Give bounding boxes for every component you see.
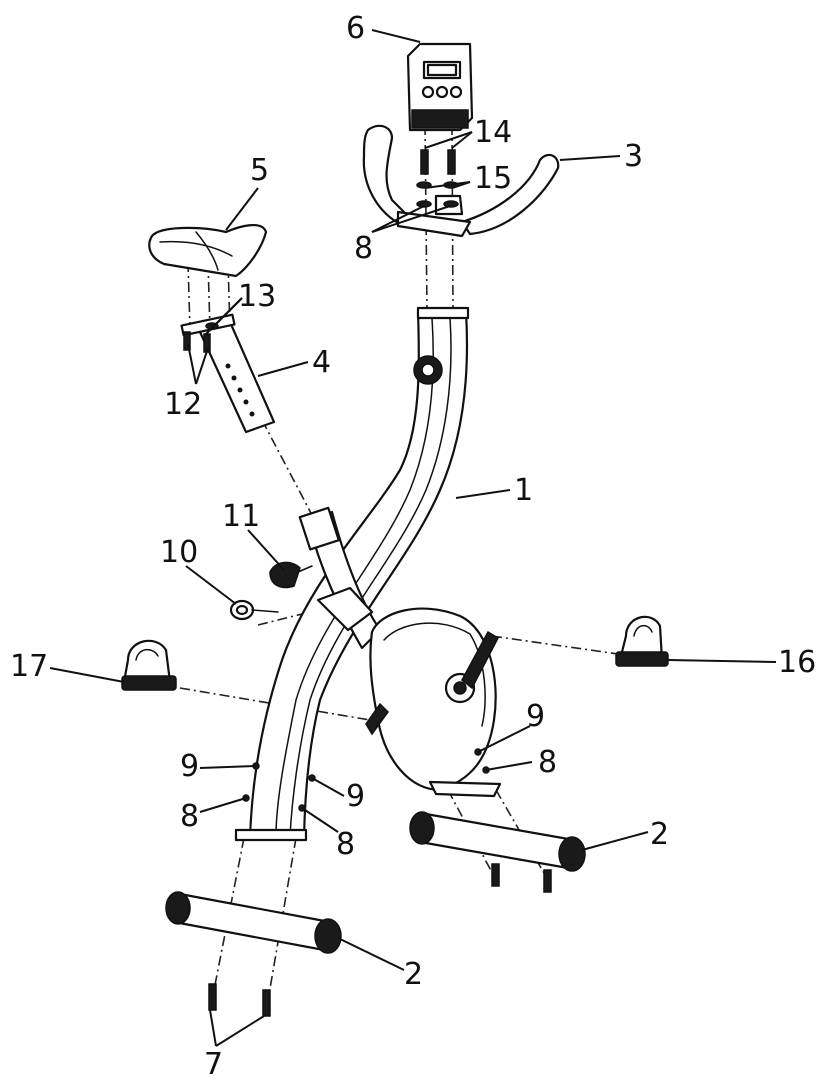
label-part-4: 4 — [312, 345, 331, 380]
label-part-7: 7 — [204, 1047, 223, 1079]
seat — [148, 224, 268, 278]
stabilizer-bolts — [208, 863, 552, 1017]
pedal-left — [121, 639, 177, 691]
seat-post-holes — [225, 363, 255, 417]
label-part-2-front: 2 — [650, 817, 669, 852]
leader-lines — [49, 29, 777, 1047]
label-part-6: 6 — [346, 11, 365, 46]
label-part-8-right: 8 — [336, 827, 355, 862]
label-part-17: 17 — [10, 649, 48, 684]
stabilizer-front — [409, 811, 586, 872]
label-part-9-cover: 9 — [526, 699, 545, 734]
drive-cover — [365, 607, 502, 798]
label-part-16: 16 — [778, 645, 816, 680]
part-number-labels: 6 14 15 3 5 8 13 4 12 1 11 10 17 16 9 8 … — [10, 11, 816, 1079]
stabilizer-rear — [165, 891, 342, 954]
pull-pin — [229, 599, 279, 621]
label-part-12: 12 — [164, 387, 202, 422]
console-bolts — [416, 149, 459, 208]
label-part-8-cover: 8 — [538, 745, 557, 780]
label-part-5: 5 — [250, 153, 269, 188]
console-computer — [406, 42, 474, 132]
label-part-2-rear: 2 — [404, 957, 423, 992]
handlebar — [362, 124, 560, 238]
label-part-14: 14 — [474, 115, 512, 150]
adjustment-knob — [269, 561, 313, 589]
label-part-9-left: 9 — [180, 749, 199, 784]
main-frame — [234, 306, 470, 842]
label-part-8-left: 8 — [180, 799, 199, 834]
label-part-9-right: 9 — [346, 779, 365, 814]
label-part-11: 11 — [222, 499, 260, 534]
label-part-1: 1 — [514, 473, 533, 508]
label-part-8-top: 8 — [354, 231, 373, 266]
pedal-right — [615, 615, 669, 667]
label-part-15: 15 — [474, 161, 512, 196]
label-part-10: 10 — [160, 535, 198, 570]
label-part-3: 3 — [624, 139, 643, 174]
label-part-13: 13 — [238, 279, 276, 314]
